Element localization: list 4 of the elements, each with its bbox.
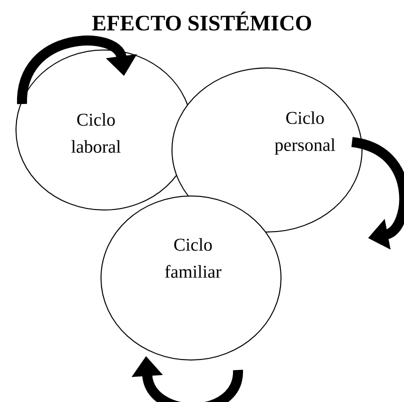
ellipse-node: Ciclo familiar xyxy=(100,196,282,360)
ellipse-node: Ciclo personal xyxy=(172,68,362,232)
title: EFECTO SISTÉMICO xyxy=(92,11,312,31)
ellipse-node: Ciclo laboral xyxy=(16,50,192,210)
